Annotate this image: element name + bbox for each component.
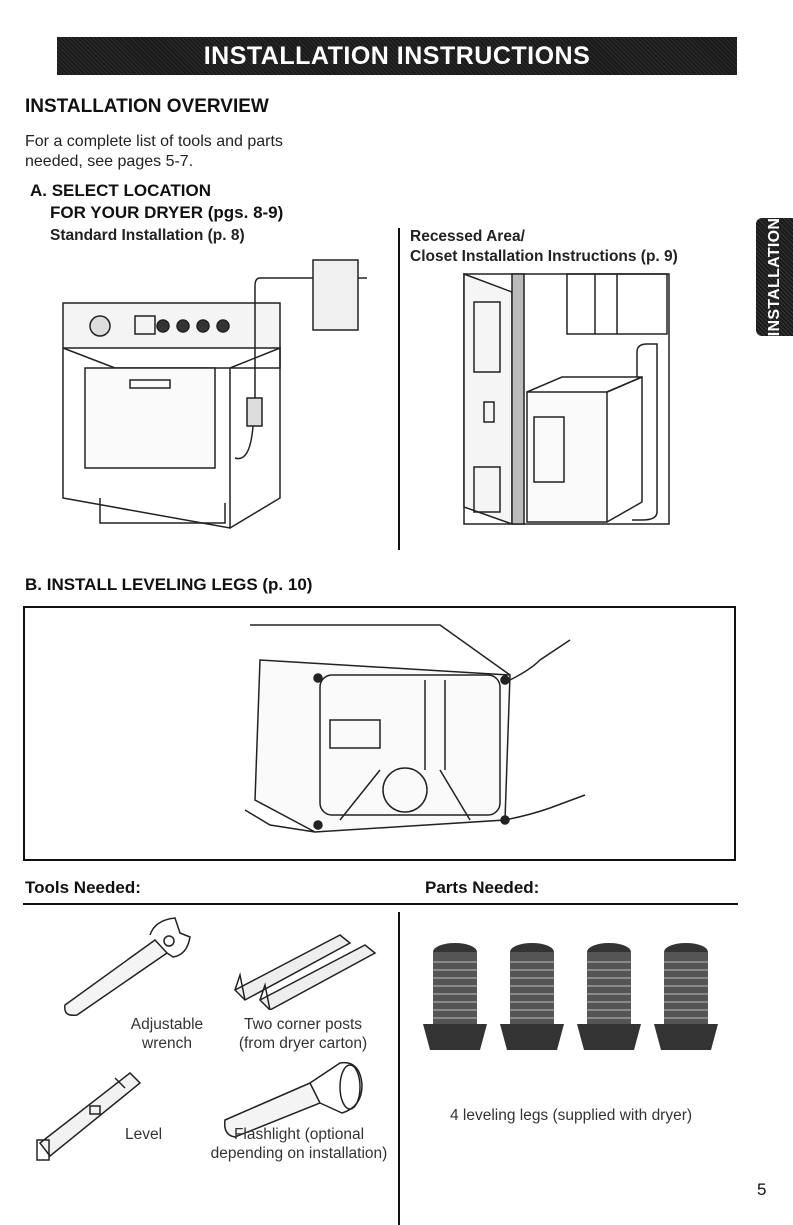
parts-heading: Parts Needed: bbox=[425, 878, 540, 897]
posts-caption-2: (from dryer carton) bbox=[238, 1035, 368, 1052]
level-icon bbox=[36, 1072, 142, 1161]
recessed-label-1: Recessed Area/ bbox=[410, 228, 525, 245]
banner-title: INSTALLATION INSTRUCTIONS bbox=[203, 41, 591, 70]
flashlight-icon bbox=[223, 1061, 363, 1138]
tools-parts-rule bbox=[23, 903, 738, 905]
leveling-legs-caption: 4 leveling legs (supplied with dryer) bbox=[449, 1107, 693, 1124]
side-section-tab: INSTALLATION bbox=[756, 218, 793, 336]
overview-heading: INSTALLATION OVERVIEW bbox=[25, 96, 269, 117]
flashlight-caption-2: depending on installation) bbox=[210, 1145, 388, 1162]
wrench-caption: Adjustable wrench bbox=[112, 1015, 222, 1053]
section-a-title-1: A. SELECT LOCATION bbox=[30, 181, 212, 200]
wrench-caption-2: wrench bbox=[142, 1035, 192, 1052]
corner-posts-caption: Two corner posts (from dryer carton) bbox=[218, 1015, 388, 1053]
standard-install-label: Standard Installation (p. 8) bbox=[50, 227, 245, 244]
leveling-legs-figure-frame bbox=[23, 606, 736, 861]
leveling-legs-icon bbox=[422, 942, 719, 1051]
intro-line-2: needed, see pages 5-7. bbox=[25, 153, 194, 170]
adjustable-wrench-icon bbox=[64, 917, 191, 1017]
standard-dryer-illustration bbox=[62, 259, 367, 529]
wrench-caption-1: Adjustable bbox=[130, 1016, 204, 1033]
tools-heading: Tools Needed: bbox=[25, 878, 141, 897]
overview-intro: For a complete list of tools and parts n… bbox=[25, 132, 355, 172]
page-banner: INSTALLATION INSTRUCTIONS bbox=[57, 37, 737, 75]
section-a-divider bbox=[398, 228, 400, 550]
flashlight-caption-1: Flashlight (optional bbox=[233, 1126, 365, 1143]
section-a-title-2: FOR YOUR DRYER (pgs. 8-9) bbox=[50, 203, 284, 222]
section-b-title: B. INSTALL LEVELING LEGS (p. 10) bbox=[25, 575, 313, 594]
recessed-label-2: Closet Installation Instructions (p. 9) bbox=[410, 248, 678, 265]
corner-posts-icon bbox=[233, 934, 377, 1010]
recessed-closet-illustration bbox=[463, 272, 670, 526]
leveling-legs-illustration bbox=[244, 624, 586, 833]
side-tab-label: INSTALLATION bbox=[765, 218, 783, 336]
tools-parts-divider bbox=[398, 912, 400, 1225]
posts-caption-1: Two corner posts bbox=[243, 1016, 363, 1033]
flashlight-caption: Flashlight (optional depending on instal… bbox=[200, 1125, 398, 1163]
level-caption: Level bbox=[125, 1126, 163, 1143]
page-number: 5 bbox=[757, 1180, 767, 1199]
intro-line-1: For a complete list of tools and parts bbox=[25, 133, 283, 150]
